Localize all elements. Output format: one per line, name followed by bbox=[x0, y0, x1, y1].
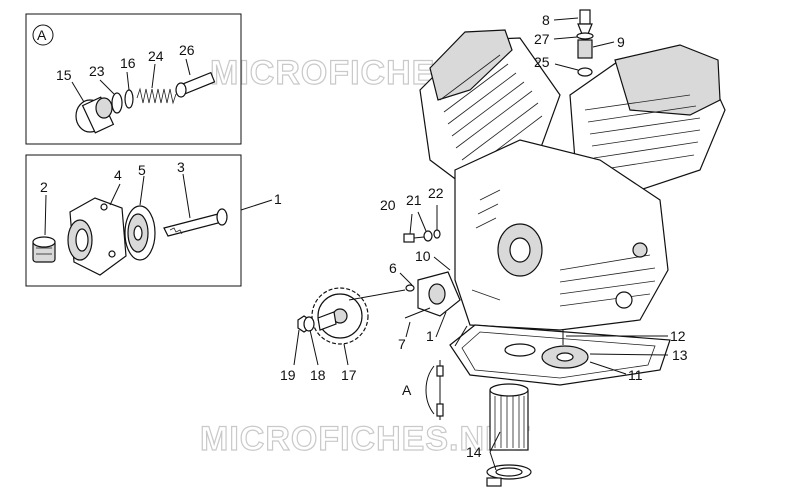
bolt-part-20 bbox=[403, 233, 425, 243]
fitting-part-2 bbox=[32, 236, 56, 263]
engine-crankcase bbox=[419, 29, 726, 331]
plug-bolt-part-15 bbox=[75, 96, 115, 134]
callout-11: 11 bbox=[628, 367, 643, 383]
callout-a-ref: A bbox=[402, 382, 412, 398]
oil-filter-part-14 bbox=[486, 383, 532, 487]
callout-17: 17 bbox=[341, 367, 357, 383]
washer-part-27 bbox=[576, 32, 594, 40]
callout-1-engine: 1 bbox=[426, 328, 434, 344]
callout-14: 14 bbox=[466, 444, 482, 460]
washer-part-16 bbox=[124, 89, 134, 109]
callout-23: 23 bbox=[89, 63, 105, 79]
washer-part-21 bbox=[423, 230, 433, 242]
washer-part-23 bbox=[111, 92, 123, 114]
washer-part-25 bbox=[577, 67, 593, 77]
watermark-bottom: MICROFICHES.NET bbox=[200, 420, 530, 458]
callout-1-inset: 1 bbox=[274, 191, 282, 207]
spring-part-24 bbox=[136, 87, 177, 105]
inset-box-oil-pump: 2 4 5 3 bbox=[25, 154, 242, 287]
callout-18: 18 bbox=[310, 367, 326, 383]
callout-3: 3 bbox=[177, 159, 185, 175]
callout-10: 10 bbox=[415, 248, 431, 264]
callout-16: 16 bbox=[120, 55, 136, 71]
callout-20: 20 bbox=[380, 197, 396, 213]
callout-2: 2 bbox=[40, 179, 48, 195]
callout-6: 6 bbox=[389, 260, 397, 276]
pump-cover-part-10 bbox=[417, 271, 461, 317]
filter-screen-part-13 bbox=[541, 345, 589, 369]
callout-24: 24 bbox=[148, 48, 164, 64]
valve-piston-part-26 bbox=[175, 71, 216, 98]
oring-part-22 bbox=[433, 229, 441, 239]
callout-19: 19 bbox=[280, 367, 296, 383]
callout-25: 25 bbox=[534, 54, 550, 70]
callout-5: 5 bbox=[138, 162, 146, 178]
ref-bracket-a bbox=[425, 360, 444, 420]
callout-7: 7 bbox=[398, 336, 406, 352]
callout-9: 9 bbox=[617, 34, 625, 50]
screw-part-7 bbox=[404, 307, 431, 319]
callout-13: 13 bbox=[672, 347, 688, 363]
sprocket-part-17 bbox=[311, 287, 369, 345]
pin-part-6 bbox=[405, 284, 415, 292]
callout-26: 26 bbox=[179, 42, 195, 58]
pump-body-part-4 bbox=[67, 197, 127, 276]
washer-part-18 bbox=[303, 316, 315, 332]
callout-22: 22 bbox=[428, 185, 444, 201]
callout-4: 4 bbox=[114, 167, 122, 183]
callout-21: 21 bbox=[406, 192, 422, 208]
pressure-sender-part-8 bbox=[576, 9, 594, 77]
inset-a-label: A bbox=[37, 27, 47, 43]
callout-15: 15 bbox=[56, 67, 72, 83]
shaft-part-3 bbox=[163, 208, 228, 237]
callout-27: 27 bbox=[534, 31, 550, 47]
callout-8: 8 bbox=[542, 12, 550, 28]
callout-12: 12 bbox=[670, 328, 686, 344]
rotor-part-5 bbox=[124, 205, 156, 261]
inset-box-a: A 15 23 16 24 26 bbox=[25, 13, 242, 145]
